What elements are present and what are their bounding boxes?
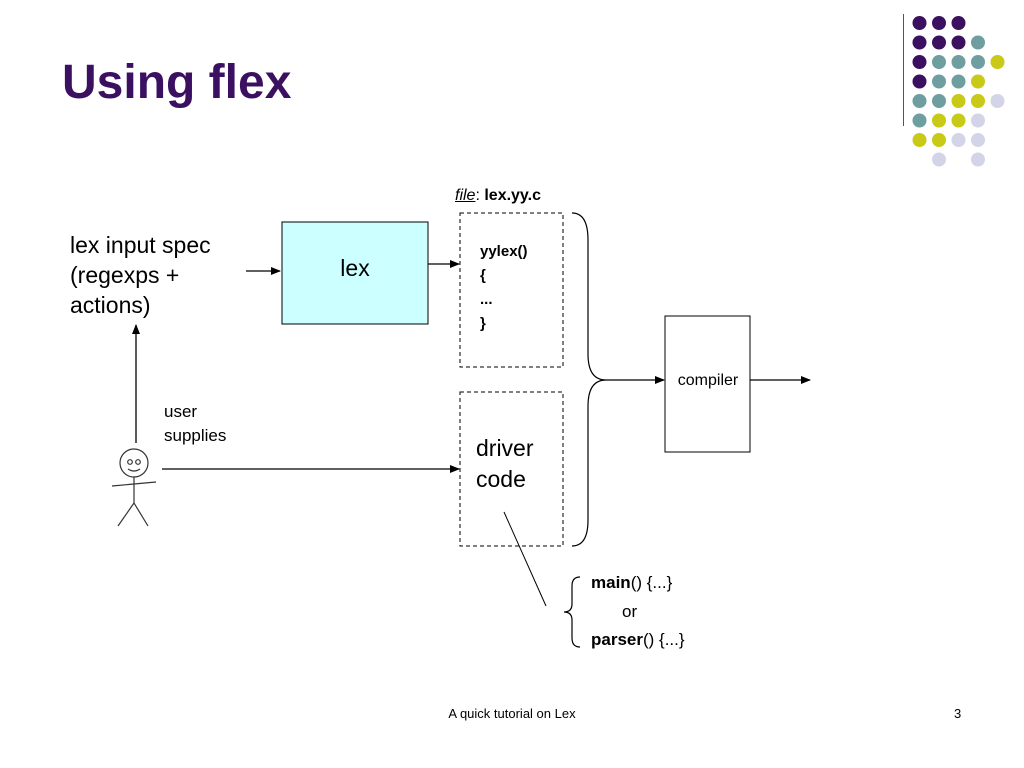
driver-line-1: driver [476,435,534,461]
alt-parser-name: parser [591,630,643,649]
decorative-dot [932,152,946,167]
file-value: lex.yy.c [484,187,541,204]
file-key: file [455,187,476,204]
lex-input-line-3: actions) [70,292,151,318]
decorative-dot [932,35,946,50]
alt-main-rest: () {...} [630,573,673,592]
code-line: ... [480,291,493,308]
compiler-label: compiler [677,372,739,389]
decorative-dot [932,113,946,128]
code-line: yylex() [480,243,528,260]
decorative-dot [932,94,946,108]
decorative-dot [971,74,985,89]
lex-input-spec-label: lex input spec (regexps + actions) [70,230,250,320]
decorative-dot [932,16,946,30]
decorative-dot-grid [912,16,1005,167]
decorative-dot [951,133,966,147]
code-line: } [480,315,486,332]
alt-parser-rest: () {...} [642,630,685,649]
decorative-dot [971,55,985,69]
driver-code-box [459,391,564,547]
decorative-dot [912,94,927,108]
alternatives-brace [563,576,581,648]
alternative-main: main() {...} [591,573,672,593]
user-supplies-label: user supplies [164,400,226,448]
decorative-dot [971,94,985,108]
title-divider-line [903,14,904,126]
driver-code-label: driver code [476,433,534,495]
decorative-dot [912,55,927,69]
combine-brace [571,212,607,547]
lex-box-label: lex [340,255,370,281]
decorative-dot [971,113,985,128]
file-sep: : [475,187,485,204]
alternative-parser: parser() {...} [591,630,685,650]
user-supplies-line-2: supplies [164,426,227,445]
decorative-dot [912,35,927,50]
decorative-dot [951,35,966,50]
alternative-or: or [622,602,638,621]
decorative-dot [932,55,946,69]
decorative-dot [932,133,946,147]
page-number: 3 [954,706,962,721]
decorative-dot [951,74,966,89]
decorative-dot [971,133,985,147]
decorative-dot [951,94,966,108]
driver-line-2: code [476,466,526,492]
decorative-dot [971,152,985,167]
compiler-box [664,315,751,453]
file-label: file: lex.yy.c [455,187,541,205]
lex-box [281,221,429,325]
user-supplies-line-1: user [164,402,198,421]
decorative-dot [990,94,1005,108]
decorative-dot [951,55,966,69]
slide-title: Using flex [62,56,292,109]
slide-footer: A quick tutorial on Lex [448,706,576,721]
decorative-dot [932,74,946,89]
decorative-dot [951,16,966,30]
decorative-dot [912,74,927,89]
lex-input-line-1: lex input spec [70,232,211,258]
generated-code-text: yylex() { ... } [480,240,528,336]
driver-leader-line [503,511,547,607]
decorative-dot [912,133,927,147]
decorative-dot [990,55,1005,69]
alt-main-name: main [591,573,631,592]
decorative-dot [912,16,927,30]
lex-input-line-2: (regexps + [70,262,180,288]
generated-code-box [459,212,564,368]
stick-figure-icon [111,448,157,527]
decorative-dot [912,113,927,128]
decorative-dot [971,35,985,50]
decorative-dot [951,113,966,128]
code-line: { [480,267,486,284]
